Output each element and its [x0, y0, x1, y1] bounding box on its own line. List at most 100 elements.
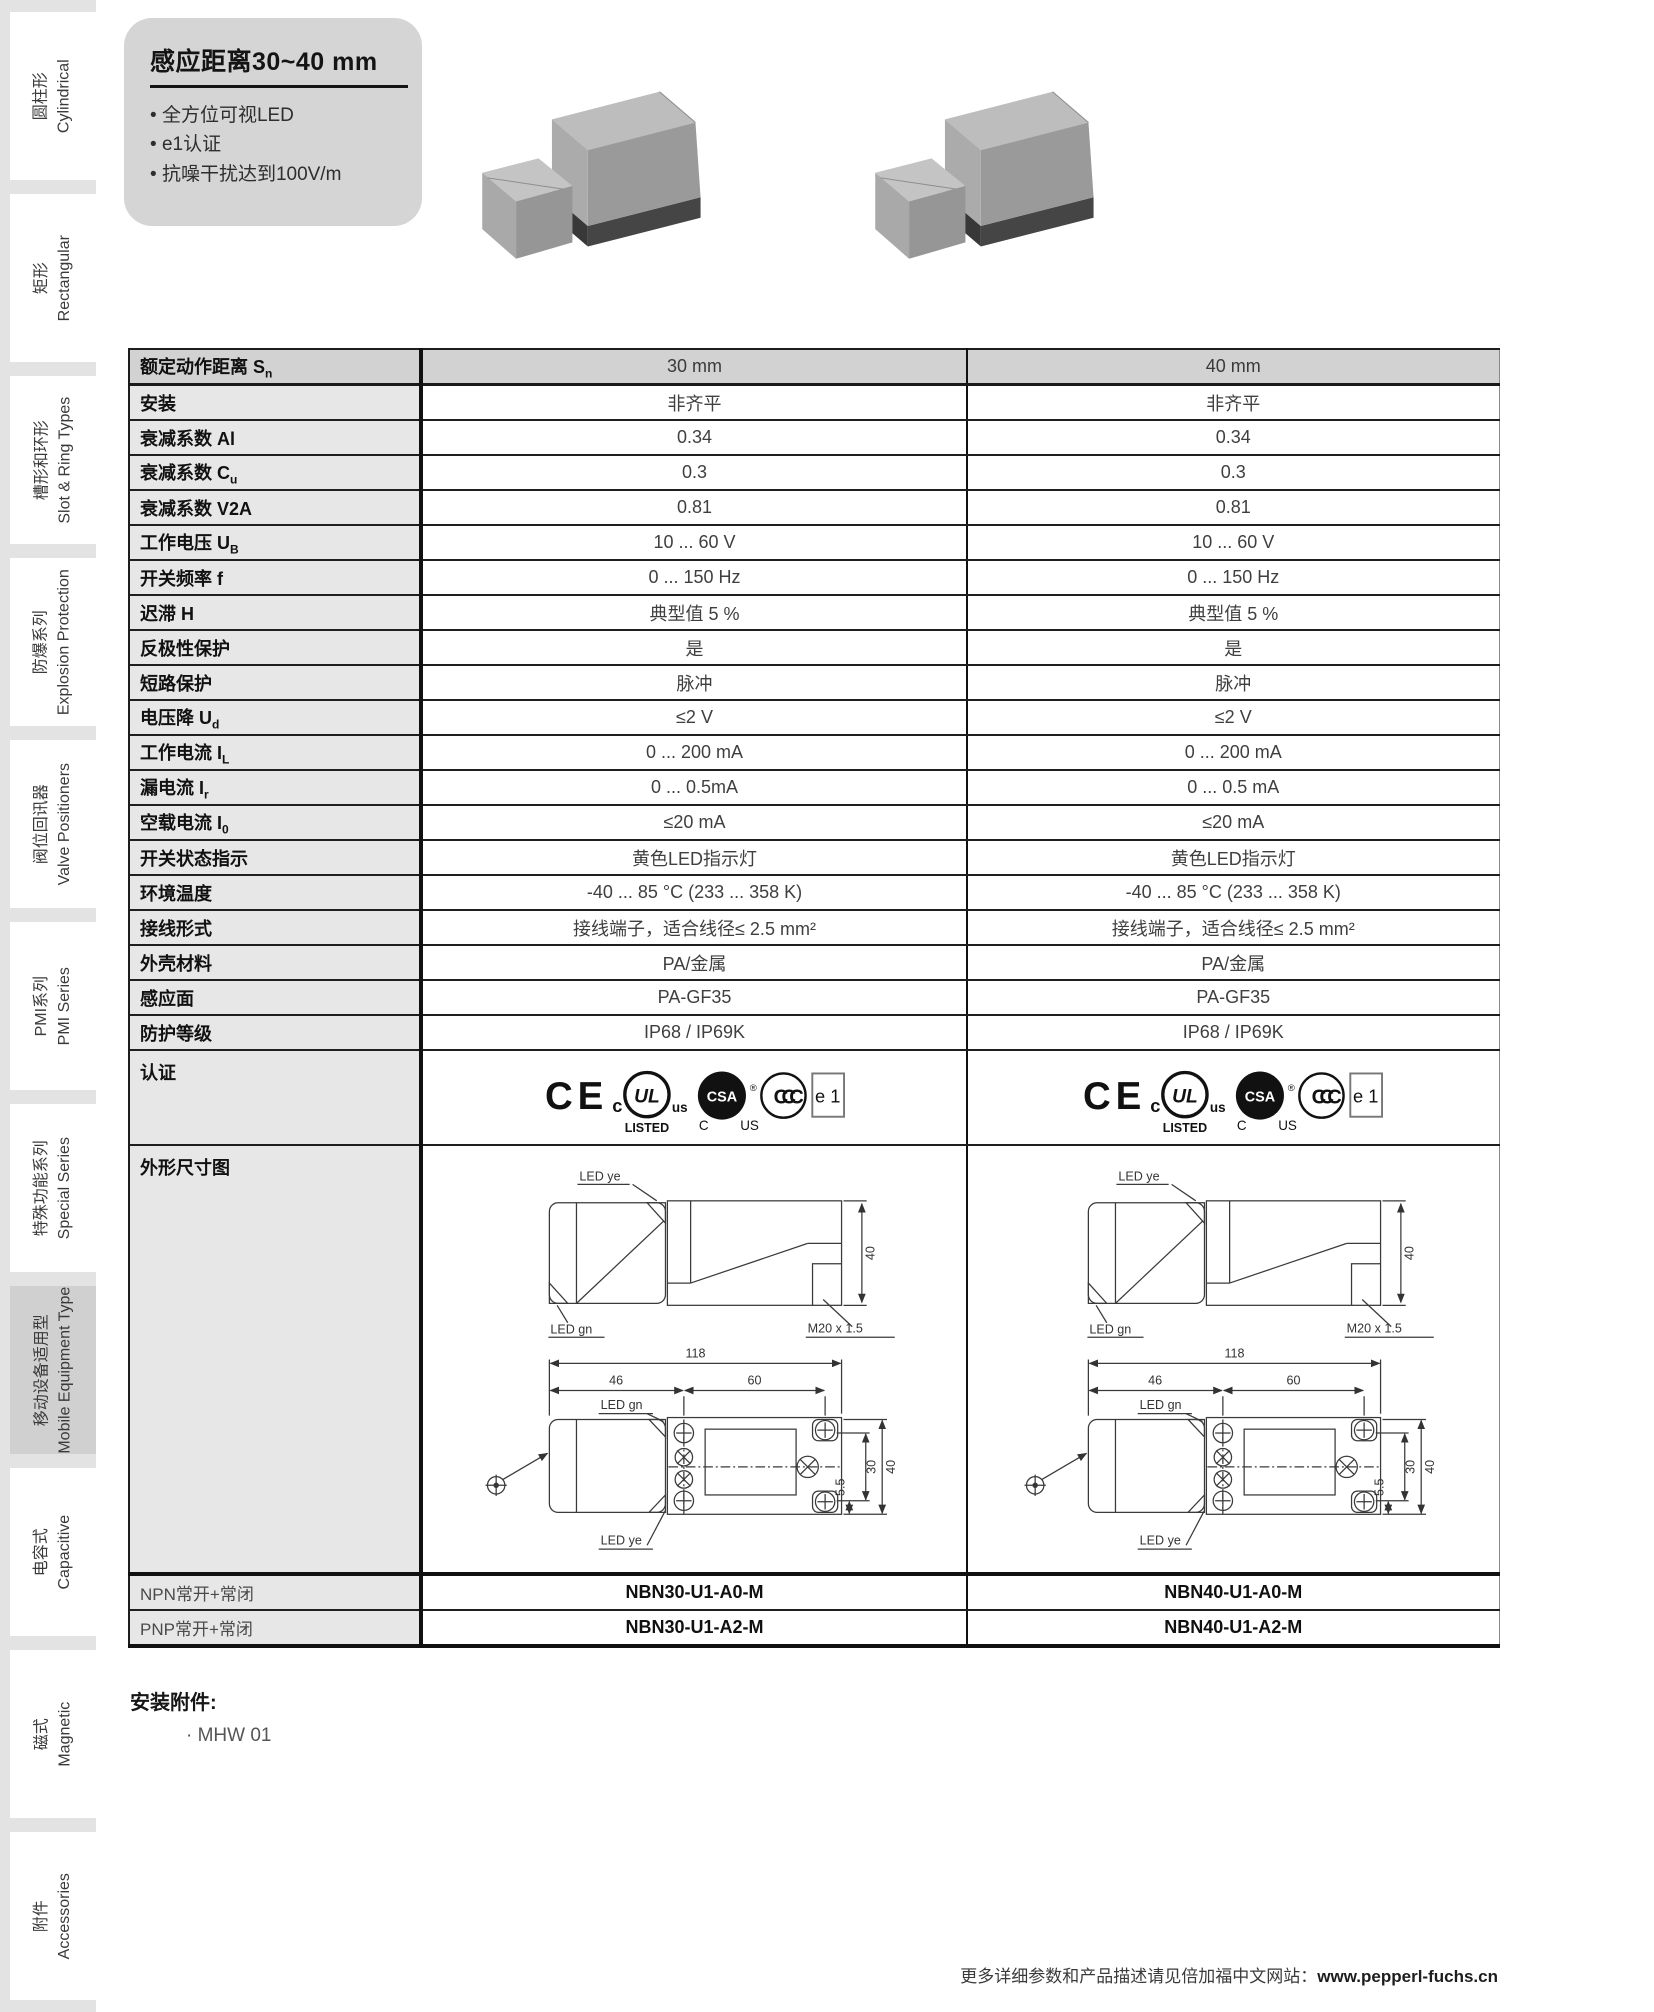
svg-text:118: 118: [685, 1346, 705, 1360]
spec-row: 反极性保护是是: [129, 630, 1499, 666]
row-label: 开关状态指示: [129, 840, 423, 876]
mounting-accessory-item: · MHW 01: [186, 1725, 272, 1746]
row-value-30mm: -40 ... 85 °C (233 ... 358 K): [421, 875, 968, 911]
csa-mark-icon: CSA ® C US: [1236, 1071, 1297, 1133]
row-label: 安装: [129, 384, 423, 421]
row-label: 反极性保护: [129, 630, 423, 666]
row-value-30mm: 10 ... 60 V: [421, 525, 968, 561]
row-label: 额定动作距离 Sn: [129, 349, 423, 386]
model-number-30mm: NBN30-U1-A0-M: [421, 1572, 968, 1611]
dimension-drawing-30mm: LED ye LED gn 40 M20 x 1.5 118 46 60 LED…: [421, 1145, 968, 1575]
led-ye-label: LED ye: [601, 1533, 642, 1547]
mounting-accessories-section: 安装附件: · MHW 01: [130, 1686, 272, 1747]
row-value-30mm: PA/金属: [421, 945, 968, 981]
row-value-30mm: 0.3: [421, 455, 968, 491]
svg-text:40: 40: [884, 1459, 898, 1473]
svg-text:C: C: [1237, 1118, 1247, 1133]
sensor-photo-image: [875, 91, 1094, 259]
row-value-30mm: 0 ... 150 Hz: [421, 560, 968, 596]
svg-text:UL: UL: [634, 1086, 660, 1107]
led-gn-label: LED gn: [601, 1397, 643, 1411]
row-value-40mm: 0.3: [967, 455, 1499, 491]
svg-text:CCC: CCC: [773, 1086, 804, 1108]
row-label: 防护等级: [129, 1015, 423, 1051]
model-number-40mm: NBN40-U1-A0-M: [967, 1572, 1499, 1611]
dimension-drawing: LED ye LED gn 40 M20 x 1.5 118 46 60 LED…: [1024, 1169, 1437, 1550]
table-header-row: 额定动作距离 Sn 30 mm 40 mm: [129, 349, 1499, 386]
svg-text:40: 40: [1402, 1246, 1416, 1260]
row-value-40mm: 脉冲: [967, 665, 1499, 701]
row-label: 迟滞 H: [129, 595, 423, 631]
row-value-30mm: 黄色LED指示灯: [421, 840, 968, 876]
product-photo-30mm: [445, 62, 745, 267]
footer-website-link[interactable]: www.pepperl-fuchs.cn: [1317, 1967, 1498, 1986]
spec-row: 空载电流 I0≤20 mA≤20 mA: [129, 805, 1499, 841]
row-value-30mm: IP68 / IP69K: [421, 1015, 968, 1051]
row-value-40mm: PA-GF35: [967, 980, 1499, 1016]
certification-row: 认证 CE c UL us LISTED CSA ® C US CCC e 1: [129, 1050, 1499, 1146]
svg-text:®: ®: [1288, 1083, 1295, 1094]
svg-text:40: 40: [863, 1246, 877, 1260]
row-value-30mm: 脉冲: [421, 665, 968, 701]
row-label: 外壳材料: [129, 945, 423, 981]
row-label: 开关频率 f: [129, 560, 423, 596]
svg-text:e 1: e 1: [1353, 1085, 1378, 1106]
mounting-accessories-list: · MHW 01: [186, 1725, 272, 1747]
spec-row: 短路保护脉冲脉冲: [129, 665, 1499, 701]
row-value-30mm: 接线端子，适合线径≤ 2.5 mm²: [421, 910, 968, 946]
svg-text:US: US: [1278, 1118, 1297, 1133]
row-value-40mm: 0.81: [967, 490, 1499, 526]
row-label: 空载电流 I0: [129, 805, 423, 841]
row-label: 电压降 Ud: [129, 700, 423, 736]
feature-bullet: e1认证: [150, 130, 408, 159]
row-value-30mm: ≤2 V: [421, 700, 968, 736]
feature-bullet: 全方位可视LED: [150, 101, 408, 130]
row-value-40mm: IP68 / IP69K: [967, 1015, 1499, 1051]
csa-mark-icon: CSA ® C US: [697, 1071, 759, 1133]
ul-listed-icon: UL us LISTED: [622, 1070, 687, 1135]
svg-text:US: US: [740, 1118, 759, 1133]
page-title: 感应距离30~40 mm: [150, 42, 408, 88]
row-value-40mm: 接线端子，适合线径≤ 2.5 mm²: [967, 910, 1499, 946]
column-header-40mm: 40 mm: [967, 349, 1499, 386]
row-value-40mm: -40 ... 85 °C (233 ... 358 K): [967, 875, 1499, 911]
svg-text:e 1: e 1: [815, 1085, 840, 1106]
led-gn-label: LED gn: [1089, 1322, 1131, 1336]
spec-row: 开关状态指示黄色LED指示灯黄色LED指示灯: [129, 840, 1499, 876]
svg-text:60: 60: [747, 1373, 761, 1387]
row-label: 漏电流 Ir: [129, 770, 423, 806]
row-label: 感应面: [129, 980, 423, 1016]
ul-listed-icon: UL us LISTED: [1161, 1070, 1226, 1135]
row-value-30mm: 是: [421, 630, 968, 666]
svg-text:c: c: [1151, 1095, 1161, 1116]
row-value-30mm: 非齐平: [421, 384, 968, 421]
mounting-accessories-title: 安装附件:: [130, 1692, 217, 1714]
e1-mark-icon: e 1: [1349, 1072, 1384, 1118]
certification-logos: CE c UL us LISTED CSA ® C US CCC e 1: [1083, 1070, 1384, 1135]
svg-text:c: c: [612, 1095, 622, 1116]
svg-text:46: 46: [609, 1373, 623, 1387]
svg-text:46: 46: [1148, 1373, 1162, 1387]
row-label: 工作电压 UB: [129, 525, 423, 561]
